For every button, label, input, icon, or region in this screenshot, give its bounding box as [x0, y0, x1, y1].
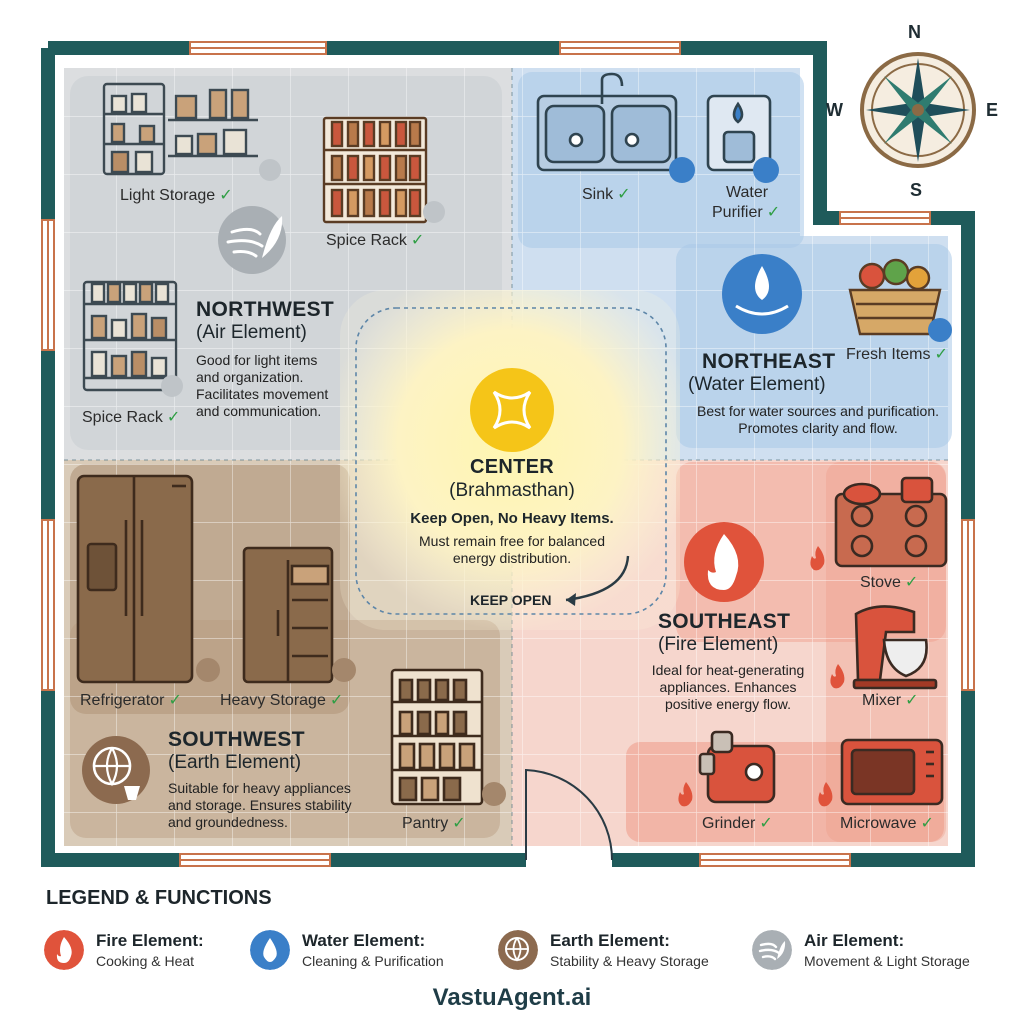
- legend-air-title: Air Element:: [804, 931, 905, 950]
- legend-fire-title: Fire Element:: [96, 931, 204, 950]
- sink-label: Sink✓: [582, 186, 631, 203]
- spice-rack-top-label: Spice Rack✓: [326, 232, 425, 249]
- water-badge-icon: [753, 157, 779, 183]
- northeast-subtitle: (Water Element): [688, 374, 826, 395]
- brand-footer: VastuAgent.ai: [432, 984, 592, 1011]
- pantry-shelf-icon: [390, 668, 484, 806]
- earth-element-icon: [82, 736, 150, 804]
- fresh-items-label: Fresh Items✓: [846, 346, 948, 363]
- water-badge-icon: [928, 318, 952, 342]
- legend-water-title: Water Element:: [302, 931, 426, 950]
- legend-earth-title: Earth Element:: [550, 931, 670, 950]
- wind-icon: [752, 930, 792, 970]
- keep-open-label: KEEP OPEN: [470, 592, 552, 608]
- compass-south: S: [910, 180, 923, 200]
- microwave-label: Microwave✓: [840, 815, 934, 832]
- sink-icon: [536, 72, 678, 172]
- heavy-storage-label: Heavy Storage✓: [220, 692, 344, 709]
- mixer-label: Mixer✓: [862, 692, 919, 709]
- center-glow: [340, 290, 680, 630]
- light-storage-shelf-icon: [102, 82, 258, 176]
- southwest-title: SOUTHWEST: [168, 728, 305, 751]
- earth-badge-icon: [482, 782, 506, 806]
- northwest-subtitle: (Air Element): [196, 322, 307, 343]
- southwest-subtitle: (Earth Element): [168, 752, 302, 773]
- compass-north: N: [908, 22, 921, 42]
- stove-label: Stove✓: [860, 574, 919, 591]
- grinder-label: Grinder✓: [702, 815, 773, 832]
- globe-icon: [498, 930, 538, 970]
- northwest-title: NORTHWEST: [196, 298, 335, 321]
- northeast-title: NORTHEAST: [702, 350, 836, 373]
- keep-open-arrow: [565, 555, 630, 602]
- water-drop-icon: [250, 930, 290, 970]
- water-badge-icon: [669, 157, 695, 183]
- vegetable-basket-icon: [848, 258, 942, 336]
- earth-badge-icon: [196, 658, 220, 682]
- compass-east: E: [986, 100, 999, 120]
- air-badge-icon: [161, 375, 183, 397]
- fire-element-icon: [684, 522, 764, 602]
- southeast-title: SOUTHEAST: [658, 610, 791, 633]
- grinder-icon: [698, 730, 776, 804]
- legend-fire-desc: Cooking & Heat: [96, 953, 195, 969]
- refrigerator-icon: [76, 474, 194, 684]
- mixer-icon: [852, 605, 938, 690]
- center-box: [355, 307, 667, 615]
- center-subtitle: (Brahmasthan): [449, 480, 575, 501]
- heavy-storage-cabinet-icon: [242, 546, 334, 684]
- floor-plan: [41, 41, 976, 867]
- refrigerator-label: Refrigerator✓: [80, 692, 182, 709]
- compass-west: W: [826, 100, 843, 120]
- center-title: CENTER: [469, 456, 555, 478]
- stove-icon: [834, 476, 948, 568]
- microwave-icon: [840, 738, 944, 806]
- compass-rose-icon: [860, 52, 976, 168]
- spice-rack-left-label: Spice Rack✓: [82, 409, 181, 426]
- northeast-description: Best for water sources and purification.…: [696, 403, 939, 436]
- air-badge-icon: [423, 201, 445, 223]
- water-purifier-icon: [706, 94, 772, 172]
- southeast-subtitle: (Fire Element): [658, 634, 779, 655]
- center-rule: Keep Open, No Heavy Items.: [410, 510, 614, 527]
- center-sun-icon: [470, 368, 554, 452]
- water-purifier-label: Water Purifier✓: [712, 184, 781, 221]
- earth-badge-icon: [332, 658, 356, 682]
- legend-title: LEGEND & FUNCTIONS: [46, 887, 272, 909]
- air-badge-icon: [259, 159, 281, 181]
- spice-rack-left-icon: [82, 280, 178, 392]
- light-storage-label: Light Storage✓: [120, 187, 233, 204]
- water-element-icon: [722, 254, 802, 334]
- door-swing: [525, 768, 614, 861]
- pantry-label: Pantry✓: [402, 815, 466, 832]
- legend-earth-desc: Stability & Heavy Storage: [550, 953, 709, 969]
- fire-badge-icon: [678, 546, 845, 807]
- air-element-icon: [218, 206, 286, 274]
- spice-rack-top-icon: [322, 116, 428, 224]
- legend-water-desc: Cleaning & Purification: [302, 953, 444, 969]
- fire-icon: [44, 930, 84, 970]
- legend-air-desc: Movement & Light Storage: [804, 953, 970, 969]
